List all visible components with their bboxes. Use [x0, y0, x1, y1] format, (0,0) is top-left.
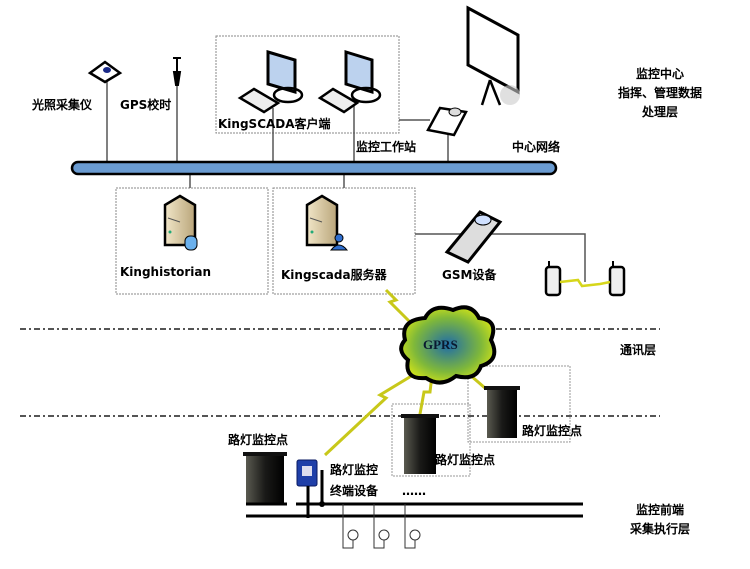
wireless-links	[323, 288, 486, 457]
client-pc-icon-1	[237, 49, 304, 114]
layer-center-line1: 监控中心	[635, 67, 684, 81]
terminal-label-line1: 路灯监控	[330, 463, 379, 477]
historian-label: Kinghistorian	[120, 265, 211, 279]
layer-center-line3: 处理层	[641, 105, 678, 119]
kingscada-client-label: KingSCADA客户端	[218, 117, 331, 131]
ellipsis-label: ……	[402, 484, 426, 498]
lamp-icon	[378, 529, 390, 541]
streetlight-cabinet-icon-3	[484, 386, 520, 438]
streetlight-box-2	[391, 403, 471, 477]
center-network-bus	[70, 160, 558, 176]
mobile-phone-icon-2	[608, 261, 626, 297]
gprs-label: GPRS	[423, 337, 458, 352]
lamp-icon	[347, 529, 359, 541]
streetlight-point-label-2: 路灯监控点	[435, 453, 496, 467]
mobile-phone-icon-1	[544, 261, 562, 297]
light-collector-icon	[87, 60, 123, 84]
historian-server-icon	[163, 194, 198, 251]
layer-center-line2: 指挥、管理数据	[617, 86, 702, 100]
streetlight-cabinet-icon-1	[243, 452, 287, 504]
client-pc-icon-2	[317, 49, 382, 114]
layer-frontend-line2: 采集执行层	[629, 522, 690, 536]
streetlight-cabinet-icon-2	[401, 414, 439, 474]
streetlight-point-label-3: 路灯监控点	[522, 424, 583, 438]
layer-communication-label: 通讯层	[620, 343, 657, 357]
layer-frontend-line1: 监控前端	[635, 503, 684, 517]
historian-box	[115, 187, 269, 295]
gps-label: GPS校时	[120, 98, 172, 112]
center-network-label: 中心网络	[512, 140, 561, 154]
terminal-device-icon	[296, 459, 325, 518]
streetlight-point-label-1: 路灯监控点	[228, 433, 289, 447]
workstation-label: 监控工作站	[356, 140, 417, 154]
gprs-cloud-icon	[399, 305, 497, 385]
phone-link-bolt	[559, 278, 611, 288]
streetlight-box-3	[467, 365, 571, 443]
terminal-label-line2: 终端设备	[330, 484, 379, 498]
client-group-box	[215, 35, 400, 134]
lamp-icon	[409, 529, 421, 541]
projector-screen-icon	[466, 5, 520, 106]
scada-server-icon	[305, 194, 349, 251]
workstation-device-icon	[426, 106, 468, 137]
gsm-phone-icon	[444, 210, 503, 264]
scada-server-label: Kingscada服务器	[281, 268, 387, 282]
light-collector-label: 光照采集仪	[32, 98, 93, 112]
gps-antenna-icon	[172, 57, 182, 86]
gsm-label: GSM设备	[442, 268, 497, 282]
power-lines	[246, 502, 583, 518]
street-lamps	[342, 504, 421, 549]
